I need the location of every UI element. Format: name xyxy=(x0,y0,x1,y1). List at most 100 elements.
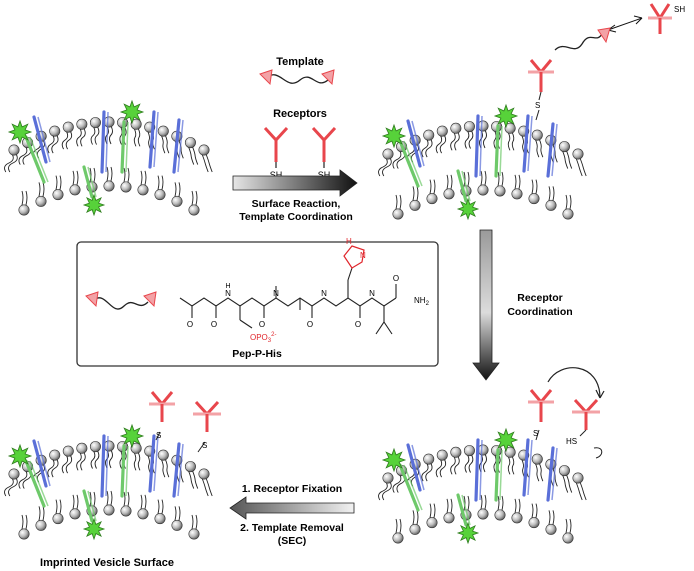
molecule-panel xyxy=(76,241,439,367)
lipid-head xyxy=(423,453,435,465)
fluorescent-star xyxy=(381,447,407,473)
lipid-head xyxy=(531,129,543,141)
lipid-tail xyxy=(90,450,96,469)
lipid-tail xyxy=(8,477,18,497)
lipid-tail xyxy=(463,171,470,187)
lipid-head xyxy=(69,508,81,520)
lipid-tail xyxy=(140,170,147,185)
lipid-tail xyxy=(191,190,198,206)
lipid-head xyxy=(120,505,132,517)
imidazole-ring xyxy=(343,245,365,269)
membrane-molecule xyxy=(153,111,159,168)
membrane-molecule xyxy=(411,120,425,167)
lipid-tail xyxy=(450,132,456,151)
lipid-tail xyxy=(511,132,515,151)
fluorescent-star xyxy=(7,443,33,469)
lipid-tail xyxy=(382,157,392,177)
lipid-tail xyxy=(160,458,166,478)
free-receptor-top-right xyxy=(648,3,672,34)
lipid-head xyxy=(62,121,74,133)
lipid-tail xyxy=(188,146,195,165)
lipid-tail xyxy=(534,462,540,482)
lipid-tail xyxy=(548,186,555,201)
lipid-tail xyxy=(454,132,460,151)
lipid-tail xyxy=(382,481,392,501)
lipid-head xyxy=(184,137,196,149)
lipid-head xyxy=(157,125,169,137)
lipid-tail xyxy=(493,130,497,149)
lipid-tail xyxy=(421,138,429,158)
lipid-tail xyxy=(133,452,137,471)
membrane-molecule xyxy=(148,434,156,493)
membrane-molecule xyxy=(461,170,471,202)
lipid-tail xyxy=(378,157,388,177)
lipid-head xyxy=(18,528,30,540)
imidazole-h: H xyxy=(346,237,352,246)
atom-o-3: O xyxy=(259,320,265,329)
template-label: Template xyxy=(276,56,323,68)
lipid-tail xyxy=(497,171,504,187)
membrane-molecule xyxy=(551,123,558,177)
membrane-molecule xyxy=(100,434,106,498)
membrane-molecule xyxy=(479,115,483,177)
lipid-tail xyxy=(174,506,181,521)
lipid-tail xyxy=(205,477,213,497)
membrane-molecule xyxy=(522,114,530,173)
membrane-molecule xyxy=(527,439,533,496)
membrane-molecule xyxy=(494,124,500,178)
lipid-head xyxy=(572,472,584,484)
membrane-molecule xyxy=(398,139,420,188)
atom-o-2: O xyxy=(211,320,217,329)
lipid-tail xyxy=(511,456,515,475)
lipid-tail xyxy=(38,182,45,197)
membrane-molecule xyxy=(120,120,126,174)
lipid-head xyxy=(392,208,404,220)
lipid-tail xyxy=(395,194,402,210)
fixation-label-3: (SEC) xyxy=(278,535,307,547)
lipid-head xyxy=(188,204,200,216)
equilibrium-arrow xyxy=(607,15,643,33)
atom-o-6: O xyxy=(393,274,399,283)
lipid-head xyxy=(443,512,455,524)
fluorescent-star xyxy=(493,103,519,129)
receptor-coordination-label-2: Coordination xyxy=(507,306,572,318)
lipid-tail xyxy=(392,474,402,493)
lipid-head xyxy=(18,204,30,216)
lipid-head xyxy=(76,442,88,454)
fluorescent-star xyxy=(493,427,519,453)
receptor-icon-right xyxy=(311,126,337,168)
atom-nh-2: N xyxy=(273,289,279,298)
lipid-head xyxy=(382,472,394,484)
lipid-head xyxy=(463,445,475,457)
lipid-head xyxy=(171,519,183,531)
surface-reaction-label-1: Surface Reaction, xyxy=(252,198,341,210)
lipid-head xyxy=(528,517,540,529)
lipid-head xyxy=(545,523,557,535)
lipid-tail xyxy=(562,150,569,169)
lipid-tail xyxy=(90,126,96,145)
lipid-tail xyxy=(55,499,62,514)
lipid-tail xyxy=(55,175,62,190)
membrane-molecule xyxy=(105,111,109,173)
lipid-tail xyxy=(446,498,453,513)
lipid-tail xyxy=(80,128,86,147)
lipid-tail xyxy=(412,186,419,201)
membrane-molecule xyxy=(411,444,425,491)
lipid-tail xyxy=(164,134,170,154)
lipid-head xyxy=(436,125,448,137)
lipid-tail xyxy=(47,458,55,478)
membrane-molecule xyxy=(456,169,468,203)
anchored-receptor-s: S xyxy=(535,101,540,110)
lipid-tail xyxy=(89,167,96,183)
lipid-head xyxy=(198,144,210,156)
lipid-tail xyxy=(106,166,113,182)
lipid-head xyxy=(62,445,74,457)
lipid-tail xyxy=(538,138,544,158)
lipid-head xyxy=(511,188,523,200)
lipid-tail xyxy=(4,477,14,497)
membrane-molecule xyxy=(403,140,423,187)
receptor-icon-left xyxy=(263,126,289,168)
lipid-tail xyxy=(72,494,79,509)
lipid-tail xyxy=(191,514,198,530)
